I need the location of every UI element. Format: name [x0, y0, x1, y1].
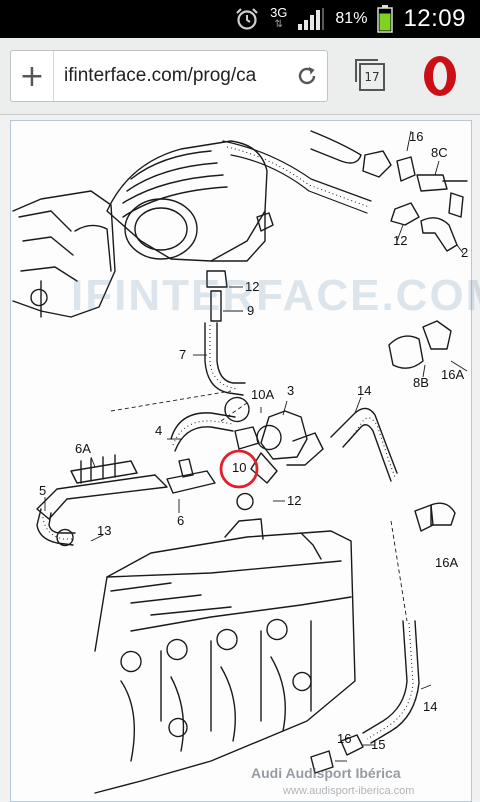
reload-icon	[298, 67, 316, 85]
callout-13: 13	[97, 523, 112, 538]
network-indicator: 3G ⇅	[270, 5, 288, 31]
tabs-icon	[355, 59, 385, 91]
callout-6a: 6A	[75, 441, 91, 456]
reload-button[interactable]	[287, 51, 327, 101]
opera-logo-icon	[424, 56, 456, 96]
opera-menu-button[interactable]	[416, 52, 464, 100]
browser-toolbar: + ifinterface.com/prog/ca 17	[0, 38, 480, 115]
callout-16a-upper: 16A	[441, 367, 465, 382]
highlight-circle-part-10	[219, 449, 259, 489]
alarm-icon	[236, 8, 258, 30]
add-speed-dial-button[interactable]: +	[11, 51, 54, 101]
callout-6: 6	[177, 513, 185, 528]
callout-12-lower: 12	[287, 493, 302, 508]
callout-12-top: 12	[393, 233, 408, 248]
callout-16-bottom: 16	[337, 731, 352, 746]
callout-7: 7	[179, 347, 187, 362]
address-bar[interactable]: + ifinterface.com/prog/ca	[10, 50, 328, 102]
callout-10-highlighted[interactable]: 10	[232, 460, 247, 475]
tab-count: 17	[364, 70, 380, 84]
url-text[interactable]: ifinterface.com/prog/ca	[64, 65, 257, 86]
callout-9: 9	[247, 303, 255, 318]
callout-10a: 10A	[251, 387, 275, 402]
callout-4: 4	[155, 423, 163, 438]
callout-3: 3	[287, 383, 295, 398]
page-content[interactable]: 16 8C 2 12 12 9 7 10A 3 14 8B 16A 4 6A 1…	[0, 115, 480, 802]
clock: 12:09	[403, 5, 466, 32]
tabs-button[interactable]: 17	[352, 56, 392, 96]
club-watermark: Audi Audisport Ibérica	[251, 765, 401, 781]
callout-2: 2	[461, 245, 469, 260]
status-bar: 3G ⇅ 81% 12:09	[0, 0, 480, 38]
callout-8b: 8B	[413, 375, 429, 390]
callout-5: 5	[39, 483, 47, 498]
network-type: 3G	[270, 5, 288, 20]
callout-16: 16	[409, 129, 424, 144]
callout-15: 15	[371, 737, 386, 752]
signal-icon	[298, 8, 325, 30]
callout-14-lower: 14	[423, 699, 438, 714]
status-icons: 3G ⇅ 81% 12:09	[234, 0, 466, 38]
callout-14-upper: 14	[357, 383, 372, 398]
parts-diagram[interactable]: 16 8C 2 12 12 9 7 10A 3 14 8B 16A 4 6A 1…	[10, 120, 480, 802]
battery-percent: 81%	[335, 10, 368, 27]
callout-8c: 8C	[431, 145, 448, 160]
callout-12-mid: 12	[245, 279, 260, 294]
data-arrows-icon: ⇅	[274, 19, 283, 30]
site-watermark: IFINTERFACE.COM	[71, 271, 480, 319]
battery-icon	[377, 5, 394, 33]
club-watermark-url: www.audisport-iberica.com	[283, 785, 415, 797]
engine-diagram-drawing	[12, 130, 468, 794]
callout-16a-lower: 16A	[435, 555, 459, 570]
